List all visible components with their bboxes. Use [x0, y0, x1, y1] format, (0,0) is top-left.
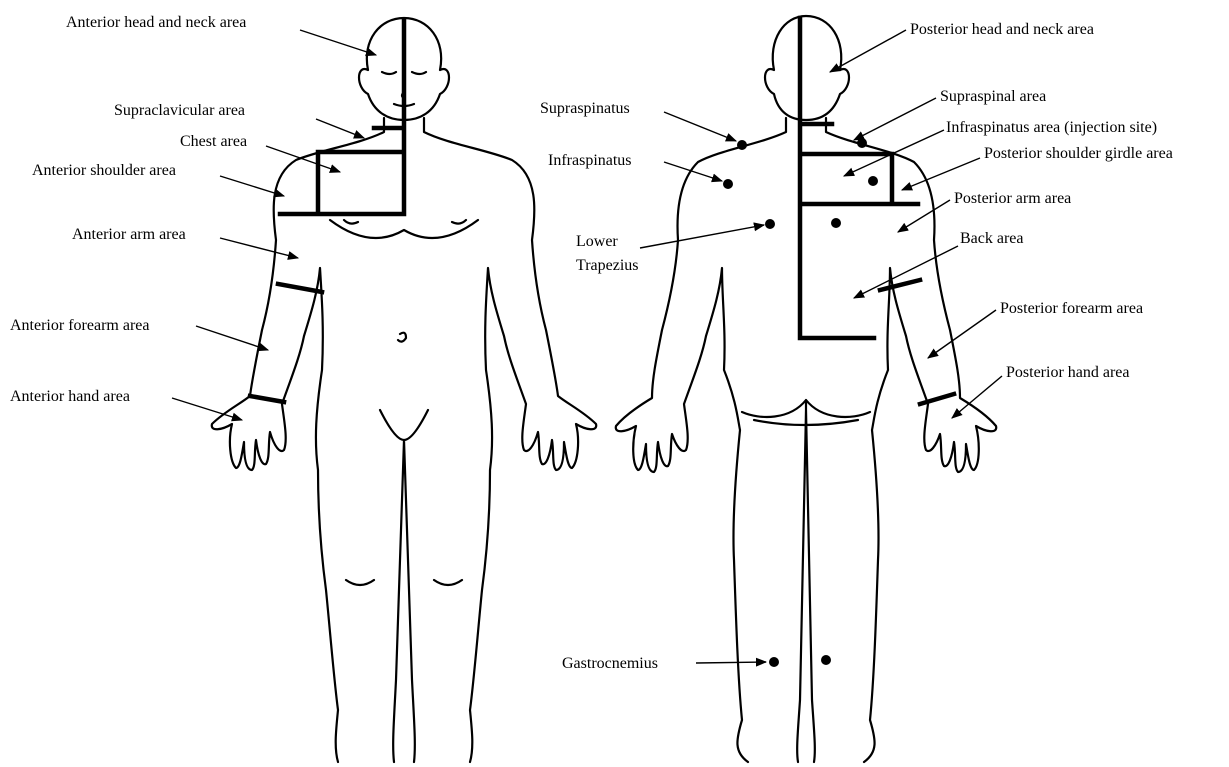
gastrocnemius-right-dot	[821, 655, 831, 665]
arrow-post-forearm	[928, 310, 996, 358]
back-body-right-outline	[826, 118, 996, 762]
label-supraspinal: Supraspinal area	[940, 88, 1046, 105]
label-posterior-hand: Posterior hand area	[1006, 364, 1130, 381]
arrow-supraspinatus	[664, 112, 736, 141]
label-anterior-head-neck: Anterior head and neck area	[66, 14, 246, 31]
supraspinatus-dot	[737, 140, 747, 150]
label-infraspinatus-area: Infraspinatus area (injection site)	[946, 119, 1157, 136]
arrow-ant-arm	[220, 238, 298, 258]
label-supraclavicular: Supraclavicular area	[114, 102, 245, 119]
labels: Anterior head and neck area Supraclavicu…	[10, 14, 1173, 672]
label-anterior-arm: Anterior arm area	[72, 226, 186, 243]
label-lower-trapezius-line1: Lower	[576, 233, 618, 250]
arrow-back	[854, 246, 958, 298]
label-back: Back area	[960, 230, 1024, 247]
arrow-ant-shoulder	[220, 176, 284, 196]
label-posterior-head-neck: Posterior head and neck area	[910, 21, 1094, 38]
back-buttocks-legs	[742, 400, 870, 762]
arrow-ant-head	[300, 30, 376, 55]
supraspinal-dot	[857, 138, 867, 148]
label-anterior-forearm: Anterior forearm area	[10, 317, 149, 334]
infraspinatus-area-dot	[868, 176, 878, 186]
lower-trapezius-dot	[765, 219, 775, 229]
label-infraspinatus: Infraspinatus	[548, 152, 632, 169]
infraspinatus-dot	[723, 179, 733, 189]
front-body-figure	[212, 18, 596, 762]
label-anterior-shoulder: Anterior shoulder area	[32, 162, 176, 179]
label-lower-trapezius-line2: Trapezius	[576, 257, 639, 274]
arrow-gastrocnemius	[696, 662, 766, 663]
arrow-lower-trapezius	[640, 225, 764, 248]
front-legs-inner	[380, 410, 428, 762]
label-posterior-shoulder-girdle: Posterior shoulder girdle area	[984, 145, 1173, 162]
label-supraspinatus: Supraspinatus	[540, 100, 630, 117]
label-gastrocnemius: Gastrocnemius	[562, 655, 658, 672]
back-dot	[831, 218, 841, 228]
front-chest-navel-knees	[330, 220, 478, 585]
label-anterior-hand: Anterior hand area	[10, 388, 130, 405]
label-posterior-arm: Posterior arm area	[954, 190, 1071, 207]
label-posterior-forearm: Posterior forearm area	[1000, 300, 1143, 317]
gastrocnemius-left-dot	[769, 657, 779, 667]
label-chest: Chest area	[180, 133, 247, 150]
arrow-supraclav	[316, 119, 364, 138]
back-body-figure	[616, 16, 996, 762]
arrow-supraspinal	[854, 98, 936, 140]
arrow-ant-forearm	[196, 326, 268, 350]
arrow-infraspinatus	[664, 162, 722, 181]
